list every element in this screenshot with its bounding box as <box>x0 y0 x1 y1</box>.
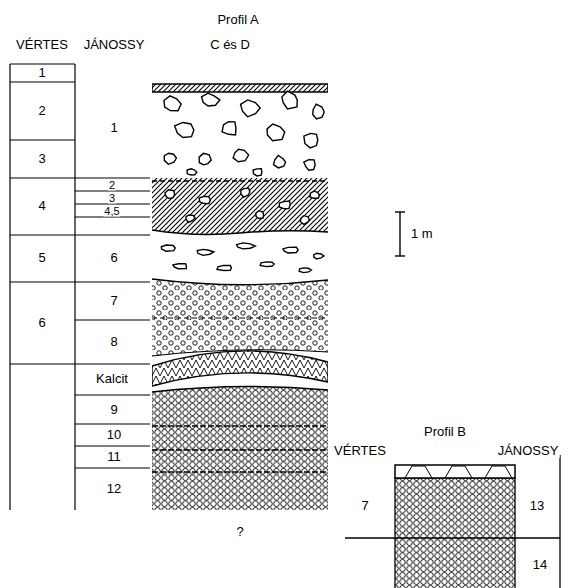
clast <box>199 153 211 164</box>
layer-number: 7 <box>109 294 118 308</box>
clast <box>164 153 176 164</box>
layer-number: 1 m <box>410 227 434 241</box>
clast <box>283 247 298 253</box>
clast <box>304 133 318 147</box>
layer-number: 14 <box>532 558 548 572</box>
layer-number: 8 <box>109 335 118 349</box>
layer-number: 2 <box>108 179 116 190</box>
clast <box>233 149 249 162</box>
clast <box>222 122 236 135</box>
clast <box>217 265 231 270</box>
clast <box>173 264 186 269</box>
clast <box>165 190 175 199</box>
scale-bar <box>395 212 405 256</box>
layer-number: 10 <box>106 428 122 442</box>
clast <box>175 122 194 137</box>
column-heading: Profil A <box>216 13 259 27</box>
column-heading: VÉRTES <box>15 38 69 52</box>
clast <box>199 196 210 203</box>
clast <box>301 216 310 225</box>
layer-number: 3 <box>37 152 46 166</box>
column-heading: C és D <box>209 38 251 52</box>
clast <box>299 268 311 273</box>
clast <box>241 100 261 117</box>
clast <box>186 215 195 222</box>
clast <box>253 169 262 176</box>
clast <box>161 245 175 251</box>
clast <box>201 93 219 106</box>
column-heading: Profil B <box>423 425 467 439</box>
layer-number: 12 <box>106 482 122 496</box>
column-heading: JÁNOSSY <box>83 38 146 52</box>
layer-number: Kalcit <box>95 372 129 386</box>
layer-number: 7 <box>360 499 369 513</box>
layer-number: 3 <box>108 192 116 203</box>
column-heading: VÉRTES <box>333 444 387 458</box>
clast <box>282 91 297 109</box>
profile-b <box>345 455 560 588</box>
layer-number: 4 <box>37 199 46 213</box>
clast <box>187 169 197 175</box>
clast <box>260 262 274 267</box>
table-lines <box>10 64 150 510</box>
clast <box>314 253 324 259</box>
profile-a <box>152 84 328 510</box>
column-heading: JÁNOSSY <box>497 444 560 458</box>
layer-number: 1 <box>109 121 118 135</box>
clast <box>237 243 256 249</box>
clast <box>279 201 290 209</box>
layer-number: ? <box>235 525 244 539</box>
layer-number: 13 <box>529 499 545 513</box>
layer-number: 11 <box>106 450 122 464</box>
clast <box>304 160 315 171</box>
layer-number: 5 <box>37 251 46 265</box>
clast <box>267 124 285 141</box>
clast <box>273 155 285 168</box>
layer-number: 1 <box>37 66 46 80</box>
clast <box>197 249 214 255</box>
layer-number: 4,5 <box>103 205 120 216</box>
clast <box>310 191 320 198</box>
layer-number: 9 <box>109 403 118 417</box>
clast <box>256 211 264 219</box>
clast <box>313 104 324 119</box>
layer-number: 6 <box>109 251 118 265</box>
clast <box>241 188 250 197</box>
clast <box>164 96 181 111</box>
layer-number: 6 <box>37 316 46 330</box>
layer-number: 2 <box>37 104 46 118</box>
